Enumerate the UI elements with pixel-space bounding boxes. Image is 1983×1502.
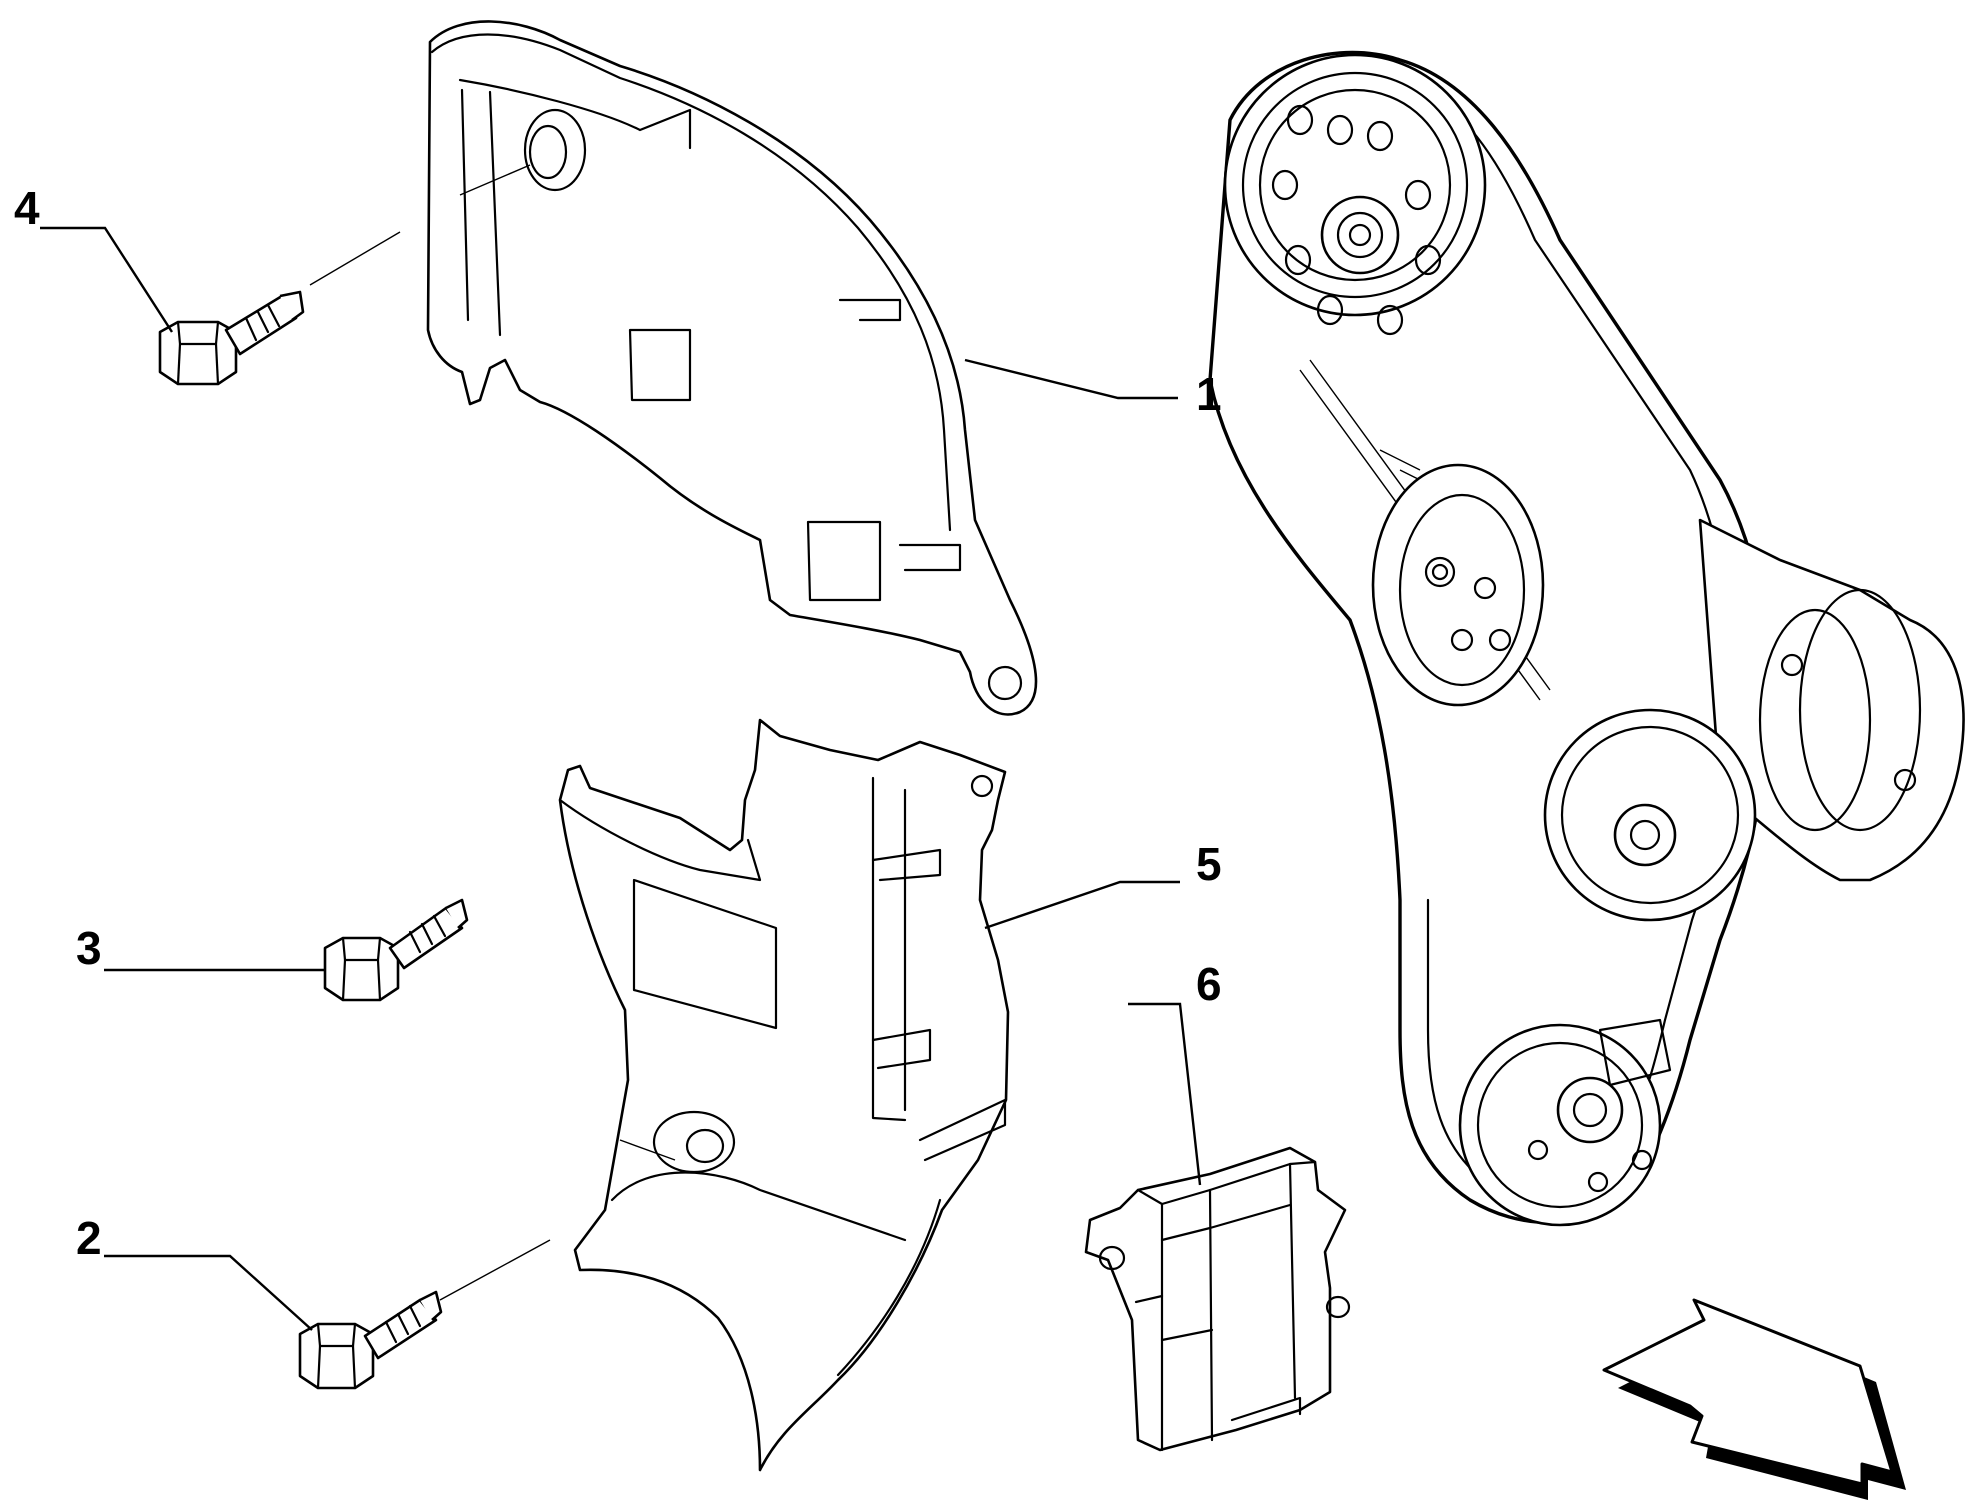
callout-2: 2 xyxy=(76,1212,313,1331)
upper-timing-belt-cover xyxy=(426,20,1038,716)
callout-6-label: 6 xyxy=(1196,958,1222,1010)
callout-5: 5 xyxy=(984,838,1222,930)
upper-cover-bolt xyxy=(158,231,401,386)
timing-belt-assembly xyxy=(1208,50,1965,1227)
callout-6: 6 xyxy=(1128,958,1222,1186)
callout-3-label: 3 xyxy=(76,922,102,974)
cover-bracket xyxy=(1084,1146,1351,1452)
callout-1: 1 xyxy=(964,358,1222,420)
callout-4: 4 xyxy=(14,182,174,333)
callout-2-label: 2 xyxy=(76,1212,102,1264)
direction-arrow-icon xyxy=(1602,1298,1906,1500)
callout-4-label: 4 xyxy=(14,182,40,234)
middle-cover-bolt xyxy=(323,898,469,1002)
callout-5-label: 5 xyxy=(1196,838,1222,890)
lower-cover-bolt xyxy=(298,1290,443,1390)
lower-timing-belt-cover xyxy=(439,718,1010,1472)
callout-3: 3 xyxy=(76,922,325,974)
